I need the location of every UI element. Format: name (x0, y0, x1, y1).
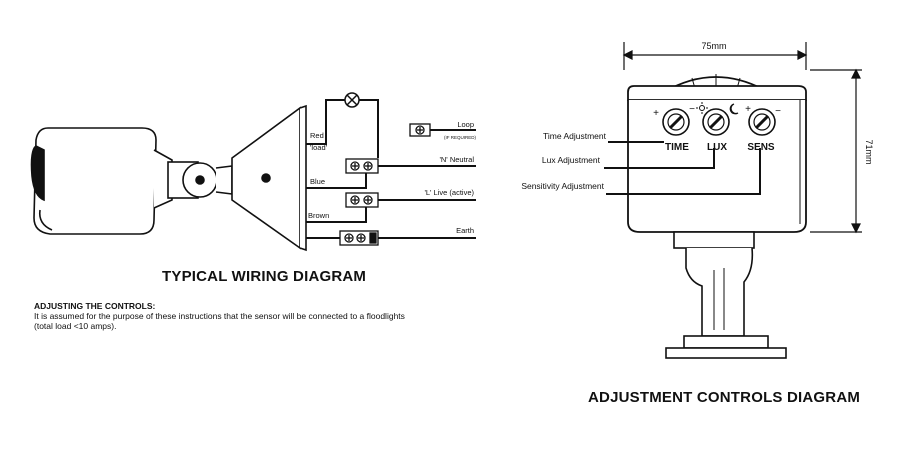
terminal-earth (339, 230, 379, 246)
adjusting-line-2: (total load <10 amps). (34, 321, 117, 331)
plus-sign-sens: + (745, 104, 751, 115)
wire-label-load: 'load' (310, 143, 328, 152)
knob-label-lux: LUX (707, 142, 727, 153)
adjusting-line-1: It is assumed for the purpose of these i… (34, 311, 405, 321)
controls-diagram-title: ADJUSTMENT CONTROLS DIAGRAM (588, 389, 861, 406)
minus-sign-sens: − (775, 106, 781, 117)
width-dimension (622, 42, 808, 70)
callout-sens: Sensitivity Adjustment (521, 181, 604, 191)
knob-label-sens: SENS (747, 142, 775, 153)
terminal-label-loop-note: (IF REQUIRED) (444, 135, 477, 140)
minus-sign-time: − (689, 104, 695, 115)
wiring-diagram-title: TYPICAL WIRING DIAGRAM (162, 268, 367, 285)
knob-time (662, 108, 690, 136)
adjusting-heading: ADJUSTING THE CONTROLS: (34, 301, 156, 311)
sensor-mount (665, 231, 787, 359)
terminal-label-live: 'L' Live (active) (424, 188, 474, 197)
callout-time: Time Adjustment (543, 131, 607, 141)
adjusting-note: ADJUSTING THE CONTROLS: It is assumed fo… (34, 301, 464, 331)
terminal-label-loop: Loop (457, 120, 474, 129)
wires (306, 99, 476, 239)
wire-label-blue: Blue (310, 177, 325, 186)
sun-icon (696, 102, 708, 114)
sensor-front (627, 74, 807, 233)
knob-lux (702, 108, 730, 136)
moon-icon (729, 103, 739, 115)
wiring-diagram: Red 'load' Blue Brown Loop (IF REQUIRED)… (30, 92, 477, 252)
height-dimension-label: 71mm (864, 139, 874, 164)
callout-lines (604, 141, 761, 195)
terminal-neutral (345, 158, 379, 174)
terminal-label-earth: Earth (456, 226, 474, 235)
wire-label-red: Red (310, 131, 324, 140)
plus-sign-time: + (653, 108, 659, 119)
callout-lux: Lux Adjustment (542, 155, 601, 165)
swivel-joint (167, 161, 233, 199)
width-dimension-label: 75mm (701, 41, 726, 51)
wall-mount (231, 104, 307, 252)
terminal-loop (409, 123, 431, 137)
terminal-live (345, 192, 379, 208)
knob-sens (748, 108, 776, 136)
wire-label-brown: Brown (308, 211, 329, 220)
sensor-head (30, 127, 173, 235)
height-dimension (810, 68, 862, 234)
terminal-label-neutral: 'N' Neutral (439, 155, 474, 164)
knob-label-time: TIME (665, 142, 689, 153)
